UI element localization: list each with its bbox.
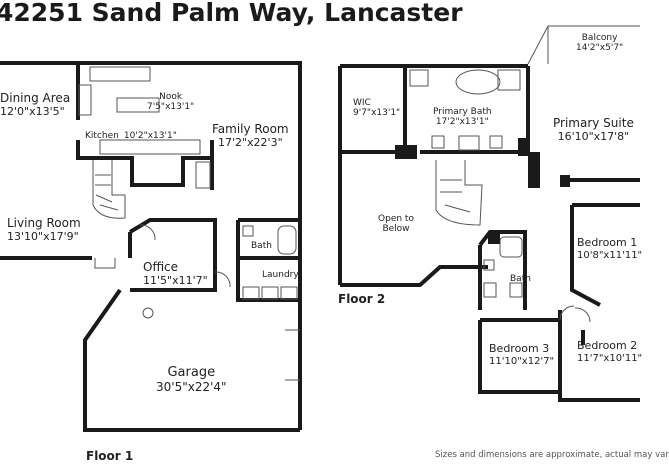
room-balcony: Balcony 14'2"x5'7" <box>576 33 623 54</box>
room-name: Dining Area <box>0 91 71 105</box>
floor-2-walls <box>338 64 640 402</box>
room-dimensions: 9'7"x13'1" <box>353 108 401 119</box>
room-name: Bedroom 2 <box>577 339 638 352</box>
room-name: Family Room <box>212 122 289 136</box>
room-bedroom-2: Bedroom 2 11'7"x10'11" <box>577 339 643 364</box>
room-name: Bedroom 1 <box>577 236 638 249</box>
room-dimensions: 11'5"x11'7" <box>143 273 208 287</box>
room-dimensions: 30'5"x22'4" <box>156 379 227 394</box>
room-dimensions: 17'2"x22'3" <box>217 135 283 149</box>
room-office: Office 11'5"x11'7" <box>143 260 208 287</box>
room-name: Garage <box>167 365 216 380</box>
floor-1-fixtures <box>78 66 300 381</box>
room-primary-suite: Primary Suite 16'10"x17'8" <box>553 116 634 143</box>
floor-2-fixtures <box>409 25 640 323</box>
room-wic: WIC 9'7"x13'1" <box>353 98 400 119</box>
room-dimensions: 10'8"x11'11" <box>577 249 643 261</box>
room-living-room: Living Room 13'10"x17'9" <box>7 216 81 243</box>
room-name: Bedroom 3 <box>489 342 550 355</box>
room-bath-floor-2: Bath <box>510 274 531 284</box>
room-name: Living Room <box>7 216 81 230</box>
room-dimensions: 11'10"x12'7" <box>489 355 555 367</box>
room-bedroom-1: Bedroom 1 10'8"x11'11" <box>577 236 643 261</box>
room-name: Nook <box>159 92 183 102</box>
room-name: Open to Below <box>378 214 414 235</box>
room-primary-bath: Primary Bath 17'2"x13'1" <box>433 107 492 128</box>
room-laundry: Laundry <box>262 270 299 280</box>
room-open-to-below: Open to Below <box>376 214 416 235</box>
room-name: Office <box>143 260 179 274</box>
room-name: Laundry <box>262 270 299 280</box>
room-dimensions: 16'10"x17'8" <box>557 129 630 143</box>
room-name: Primary Bath <box>433 107 492 117</box>
floor-2-label: Floor 2 <box>338 292 386 306</box>
room-name: WIC <box>353 98 371 108</box>
room-dimensions: 12'0"x13'5" <box>0 104 65 118</box>
room-name: Bath <box>251 241 272 251</box>
room-dimensions: 13'10"x17'9" <box>7 229 79 243</box>
room-dimensions: 11'7"x10'11" <box>577 352 643 364</box>
room-name: Balcony <box>581 33 618 43</box>
room-dimensions: 14'2"x5'7" <box>576 43 624 54</box>
room-garage: Garage 30'5"x22'4" <box>156 365 227 395</box>
floor-1-label: Floor 1 <box>86 449 134 463</box>
page-title: 42251 Sand Palm Way, Lancaster <box>0 0 463 27</box>
room-family-room: Family Room 17'2"x22'3" <box>212 122 289 149</box>
room-dimensions: 17'2"x13'1" <box>435 117 489 128</box>
room-bedroom-3: Bedroom 3 11'10"x12'7" <box>489 342 555 367</box>
room-nook: Nook 7'5"x13'1" <box>147 92 194 113</box>
floor-2-columns <box>395 138 570 244</box>
room-dimensions: 7'5"x13'1" <box>147 102 195 113</box>
room-dining-area: Dining Area 12'0"x13'5" <box>0 91 71 118</box>
room-name: Kitchen <box>85 131 119 141</box>
room-dimensions: 10'2"x13'1" <box>123 131 177 141</box>
room-name: Bath <box>510 274 531 284</box>
room-name: Primary Suite <box>553 116 634 130</box>
disclaimer: Sizes and dimensions are approximate, ac… <box>435 450 669 460</box>
floor-1-walls <box>0 61 302 432</box>
floor-plan-drawing <box>0 25 640 432</box>
room-kitchen: Kitchen 10'2"x13'1" <box>85 124 177 142</box>
room-bath-floor-1: Bath <box>251 241 272 251</box>
